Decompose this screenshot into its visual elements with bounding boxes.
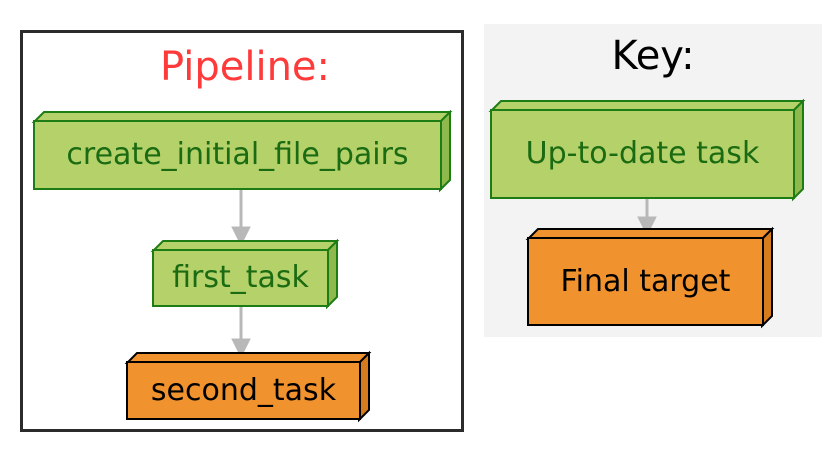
node-face: Up-to-date task (490, 109, 795, 199)
node-label: create_initial_file_pairs (66, 137, 409, 172)
node-3d-bevel (525, 226, 775, 329)
pipeline-title: Pipeline: (159, 44, 331, 90)
edge-key-uptodate-to-final (632, 195, 662, 237)
node-label: first_task (172, 260, 309, 295)
node-second-task[interactable]: second_task (124, 350, 372, 423)
key-title: Key: (611, 33, 695, 79)
node-face: first_task (152, 249, 329, 307)
key-node-final-target[interactable]: Final target (525, 226, 775, 329)
node-label: Up-to-date task (525, 136, 760, 171)
node-face: second_task (126, 361, 361, 420)
node-first-task[interactable]: first_task (150, 238, 340, 310)
node-label: second_task (150, 372, 337, 408)
key-node-up-to-date-task[interactable]: Up-to-date task (488, 98, 806, 202)
node-face: create_initial_file_pairs (33, 120, 442, 190)
node-face: Final target (527, 237, 764, 326)
node-create-initial-file-pairs[interactable]: create_initial_file_pairs (31, 109, 453, 193)
node-label: Final target (560, 263, 731, 299)
edge-create-to-first (226, 187, 256, 247)
edge-first-to-second (226, 303, 256, 359)
node-3d-bevel (31, 109, 453, 193)
